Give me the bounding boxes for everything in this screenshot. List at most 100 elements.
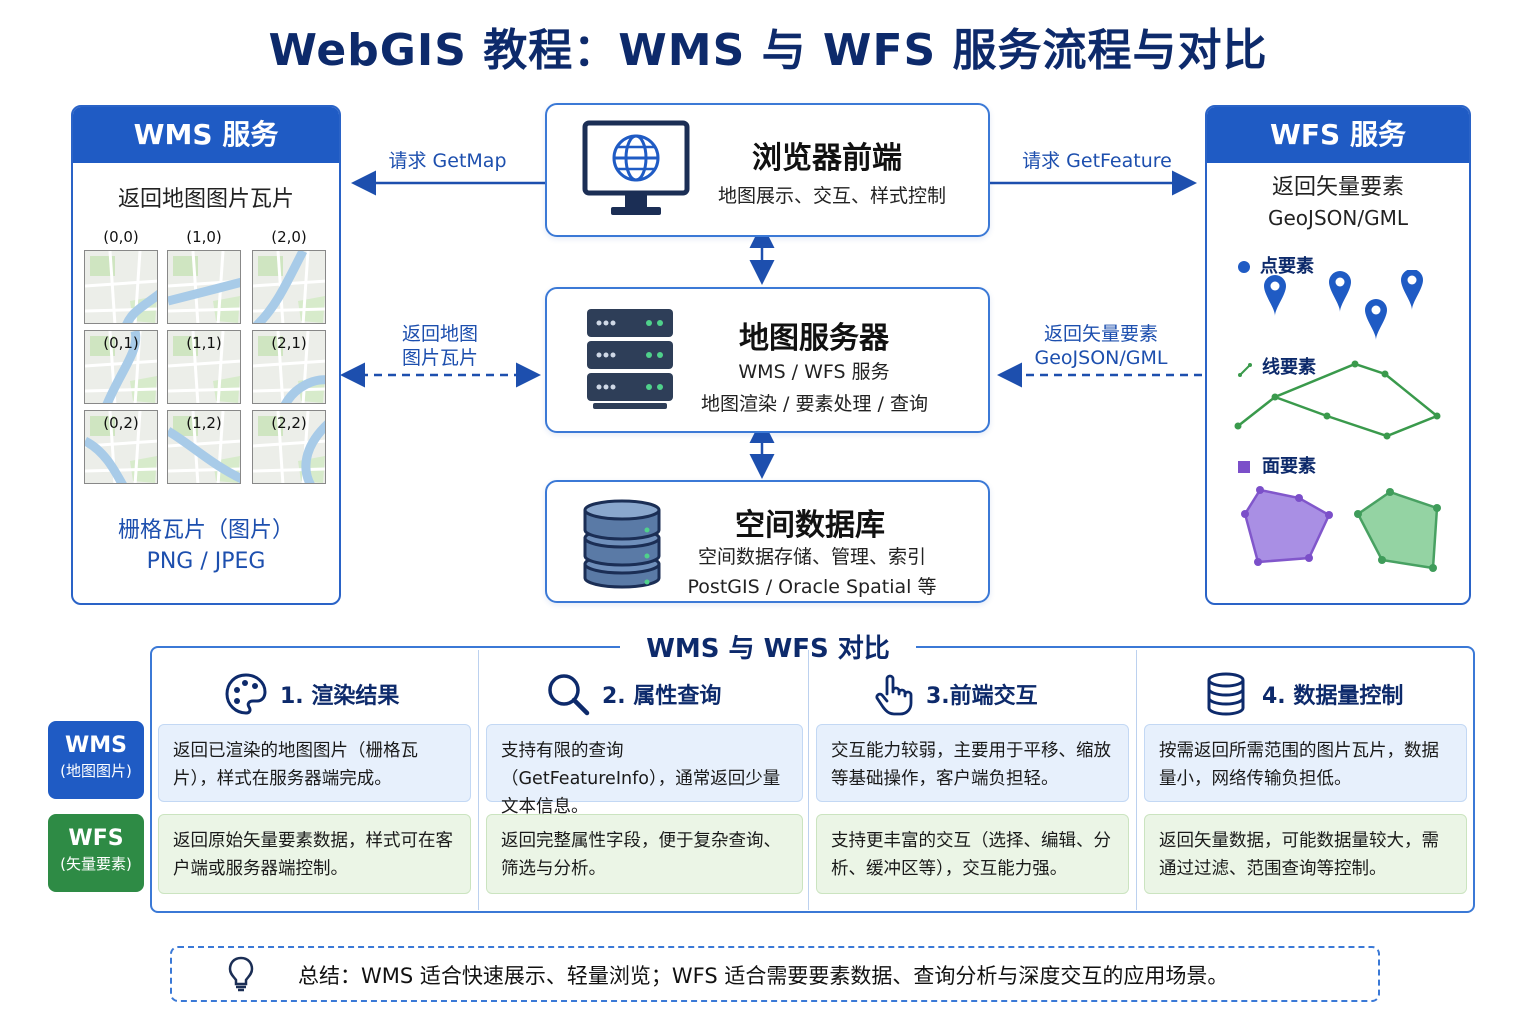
line-feature-text: 线要素	[1262, 357, 1316, 378]
map-tile	[84, 250, 158, 324]
comparison-cell-wms: 交互能力较弱，主要用于平移、缩放等基础操作，客户端负担轻。	[816, 724, 1129, 802]
column-header-text: 4. 数据量控制	[1262, 684, 1404, 709]
wfs-panel-header: WFS 服务	[1207, 107, 1469, 163]
map-tile	[167, 250, 241, 324]
comparison-cell-wfs: 返回原始矢量要素数据，样式可在客户端或服务器端控制。	[158, 814, 471, 894]
column-header-interaction: 3.前端交互	[872, 672, 1038, 716]
wms-panel-footer: 栅格瓦片（图片） PNG / JPEG	[71, 515, 341, 577]
hand-pointer-icon	[875, 674, 913, 716]
comparison-cell-wfs: 支持更丰富的交互（选择、编辑、分析、缓冲区等），交互能力强。	[816, 814, 1129, 894]
summary-text: 总结：WMS 适合快速展示、轻量浏览；WFS 适合需要要素数据、查询分析与深度交…	[298, 964, 1229, 988]
return-tiles-label-line2: 图片瓦片	[401, 347, 478, 369]
browser-desc: 地图展示、交互、样式控制	[717, 185, 946, 207]
column-divider	[1136, 650, 1137, 910]
wms-panel-subtitle: 返回地图图片瓦片	[117, 187, 294, 212]
polygon-feature-label: 面要素	[1238, 452, 1316, 478]
map-pin-icon	[1329, 271, 1351, 312]
raster-tile-label: 栅格瓦片（图片）	[117, 518, 294, 543]
map-server-title: 地图服务器	[739, 321, 889, 356]
map-pin-icon	[1264, 275, 1286, 316]
map-tile	[167, 330, 241, 404]
map-tile	[84, 410, 158, 484]
comparison-cell-wms: 支持有限的查询（GetFeatureInfo），通常返回少量文本信息。	[486, 724, 803, 817]
tile-coordinate-label: (1,0)	[186, 228, 222, 246]
database-desc2: PostGIS / Oracle Spatial 等	[687, 576, 937, 598]
comparison-cell-wms: 按需返回所需范围的图片瓦片，数据量小，网络传输负担低。	[1144, 724, 1467, 802]
tile-coordinate-label: (2,2)	[271, 414, 307, 432]
polygon-feature-text: 面要素	[1262, 456, 1316, 477]
monitor-globe-icon	[582, 120, 690, 215]
raster-format-label: PNG / JPEG	[146, 549, 266, 574]
spatial-database-box: 空间数据库 空间数据存储、管理、索引 PostGIS / Oracle Spat…	[545, 480, 990, 603]
database-desc1: 空间数据存储、管理、索引	[697, 546, 926, 568]
comparison-cell-wfs: 返回矢量数据，可能数据量较大，需通过过滤、范围查询等控制。	[1144, 814, 1467, 894]
point-feature-text: 点要素	[1260, 256, 1314, 277]
row-tag-name: WFS	[68, 826, 124, 851]
lightbulb-icon	[228, 956, 254, 992]
polygon-bullet-icon	[1238, 461, 1250, 473]
column-header-data-volume: 4. 数据量控制	[1206, 672, 1403, 716]
column-header-text: 3.前端交互	[926, 684, 1038, 709]
map-pin-icon	[1401, 270, 1423, 310]
green-polygon-graphic	[1354, 488, 1441, 572]
browser-frontend-box: 浏览器前端 地图展示、交互、样式控制	[545, 103, 990, 237]
summary-box	[170, 946, 1380, 1002]
tile-coordinate-label: (0,1)	[103, 334, 139, 352]
wms-panel-header: WMS 服务	[73, 107, 339, 163]
map-tile	[84, 330, 158, 404]
map-server-box: 地图服务器 WMS / WFS 服务 地图渲染 / 要素处理 / 查询	[545, 287, 990, 433]
column-divider	[808, 650, 809, 910]
map-server-desc2: 地图渲染 / 要素处理 / 查询	[701, 393, 928, 415]
tile-coordinate-label: (0,2)	[103, 414, 139, 432]
map-tile	[252, 330, 326, 404]
row-tag-name: WMS	[64, 733, 127, 758]
magnifier-icon	[548, 674, 590, 716]
purple-polygon-graphic	[1241, 486, 1333, 566]
wfs-subtitle-line1: 返回矢量要素	[1271, 175, 1404, 200]
server-rack-icon	[587, 309, 673, 409]
column-divider	[478, 650, 479, 910]
getfeature-label: 请求 GetFeature	[1022, 150, 1172, 172]
row-tag-wms: WMS (地图图片)	[48, 721, 144, 799]
return-tiles-label: 返回地图 图片瓦片	[380, 322, 500, 370]
tile-coordinate-label: (2,0)	[271, 228, 307, 246]
line-bullet-icon	[1238, 361, 1252, 377]
row-tag-sub: (地图图片)	[60, 762, 132, 780]
vector-features-graphic	[1234, 270, 1441, 572]
getmap-label: 请求 GetMap	[388, 150, 507, 172]
comparison-cell-wfs: 返回完整属性字段，便于复杂查询、筛选与分析。	[486, 814, 803, 894]
map-tile	[167, 410, 241, 484]
row-tag-sub: (矢量要素)	[60, 855, 132, 873]
wfs-panel-subtitle: 返回矢量要素 GeoJSON/GML	[1207, 173, 1469, 233]
point-bullet-icon	[1238, 261, 1250, 273]
point-feature-label: 点要素	[1238, 252, 1314, 278]
page-title: WebGIS 教程：WMS 与 WFS 服务流程与对比	[268, 25, 1268, 76]
database-icon	[1207, 672, 1245, 716]
map-tile	[252, 410, 326, 484]
tile-coordinate-label: (2,1)	[271, 334, 307, 352]
return-vector-label-line2: GeoJSON/GML	[1034, 347, 1168, 369]
column-header-render: 1. 渲染结果	[224, 672, 399, 716]
return-tiles-label-line1: 返回地图	[401, 323, 478, 345]
column-header-text: 1. 渲染结果	[280, 684, 400, 709]
comparison-title: WMS 与 WFS 对比	[620, 628, 916, 664]
palette-icon	[225, 673, 267, 715]
comparison-cell-wms: 返回已渲染的地图图片（栅格瓦片），样式在服务器端完成。	[158, 724, 471, 802]
line-feature-graphic	[1234, 360, 1441, 440]
map-pin-icon	[1365, 299, 1387, 340]
tile-coordinate-label: (0,0)	[103, 228, 139, 246]
database-title: 空间数据库	[735, 508, 885, 543]
tile-coordinate-label: (1,2)	[186, 414, 222, 432]
return-vector-label-line1: 返回矢量要素	[1043, 323, 1158, 345]
row-tag-wfs: WFS (矢量要素)	[48, 814, 144, 892]
column-header-text: 2. 属性查询	[602, 684, 722, 709]
wfs-subtitle-line2: GeoJSON/GML	[1268, 206, 1408, 230]
tile-coordinate-label: (1,1)	[186, 334, 222, 352]
database-cylinder-icon	[583, 499, 661, 589]
browser-title: 浏览器前端	[752, 141, 902, 176]
map-server-desc1: WMS / WFS 服务	[738, 361, 890, 383]
map-tile	[252, 250, 326, 324]
line-feature-label: 线要素	[1238, 353, 1316, 379]
column-header-query: 2. 属性查询	[546, 672, 721, 716]
